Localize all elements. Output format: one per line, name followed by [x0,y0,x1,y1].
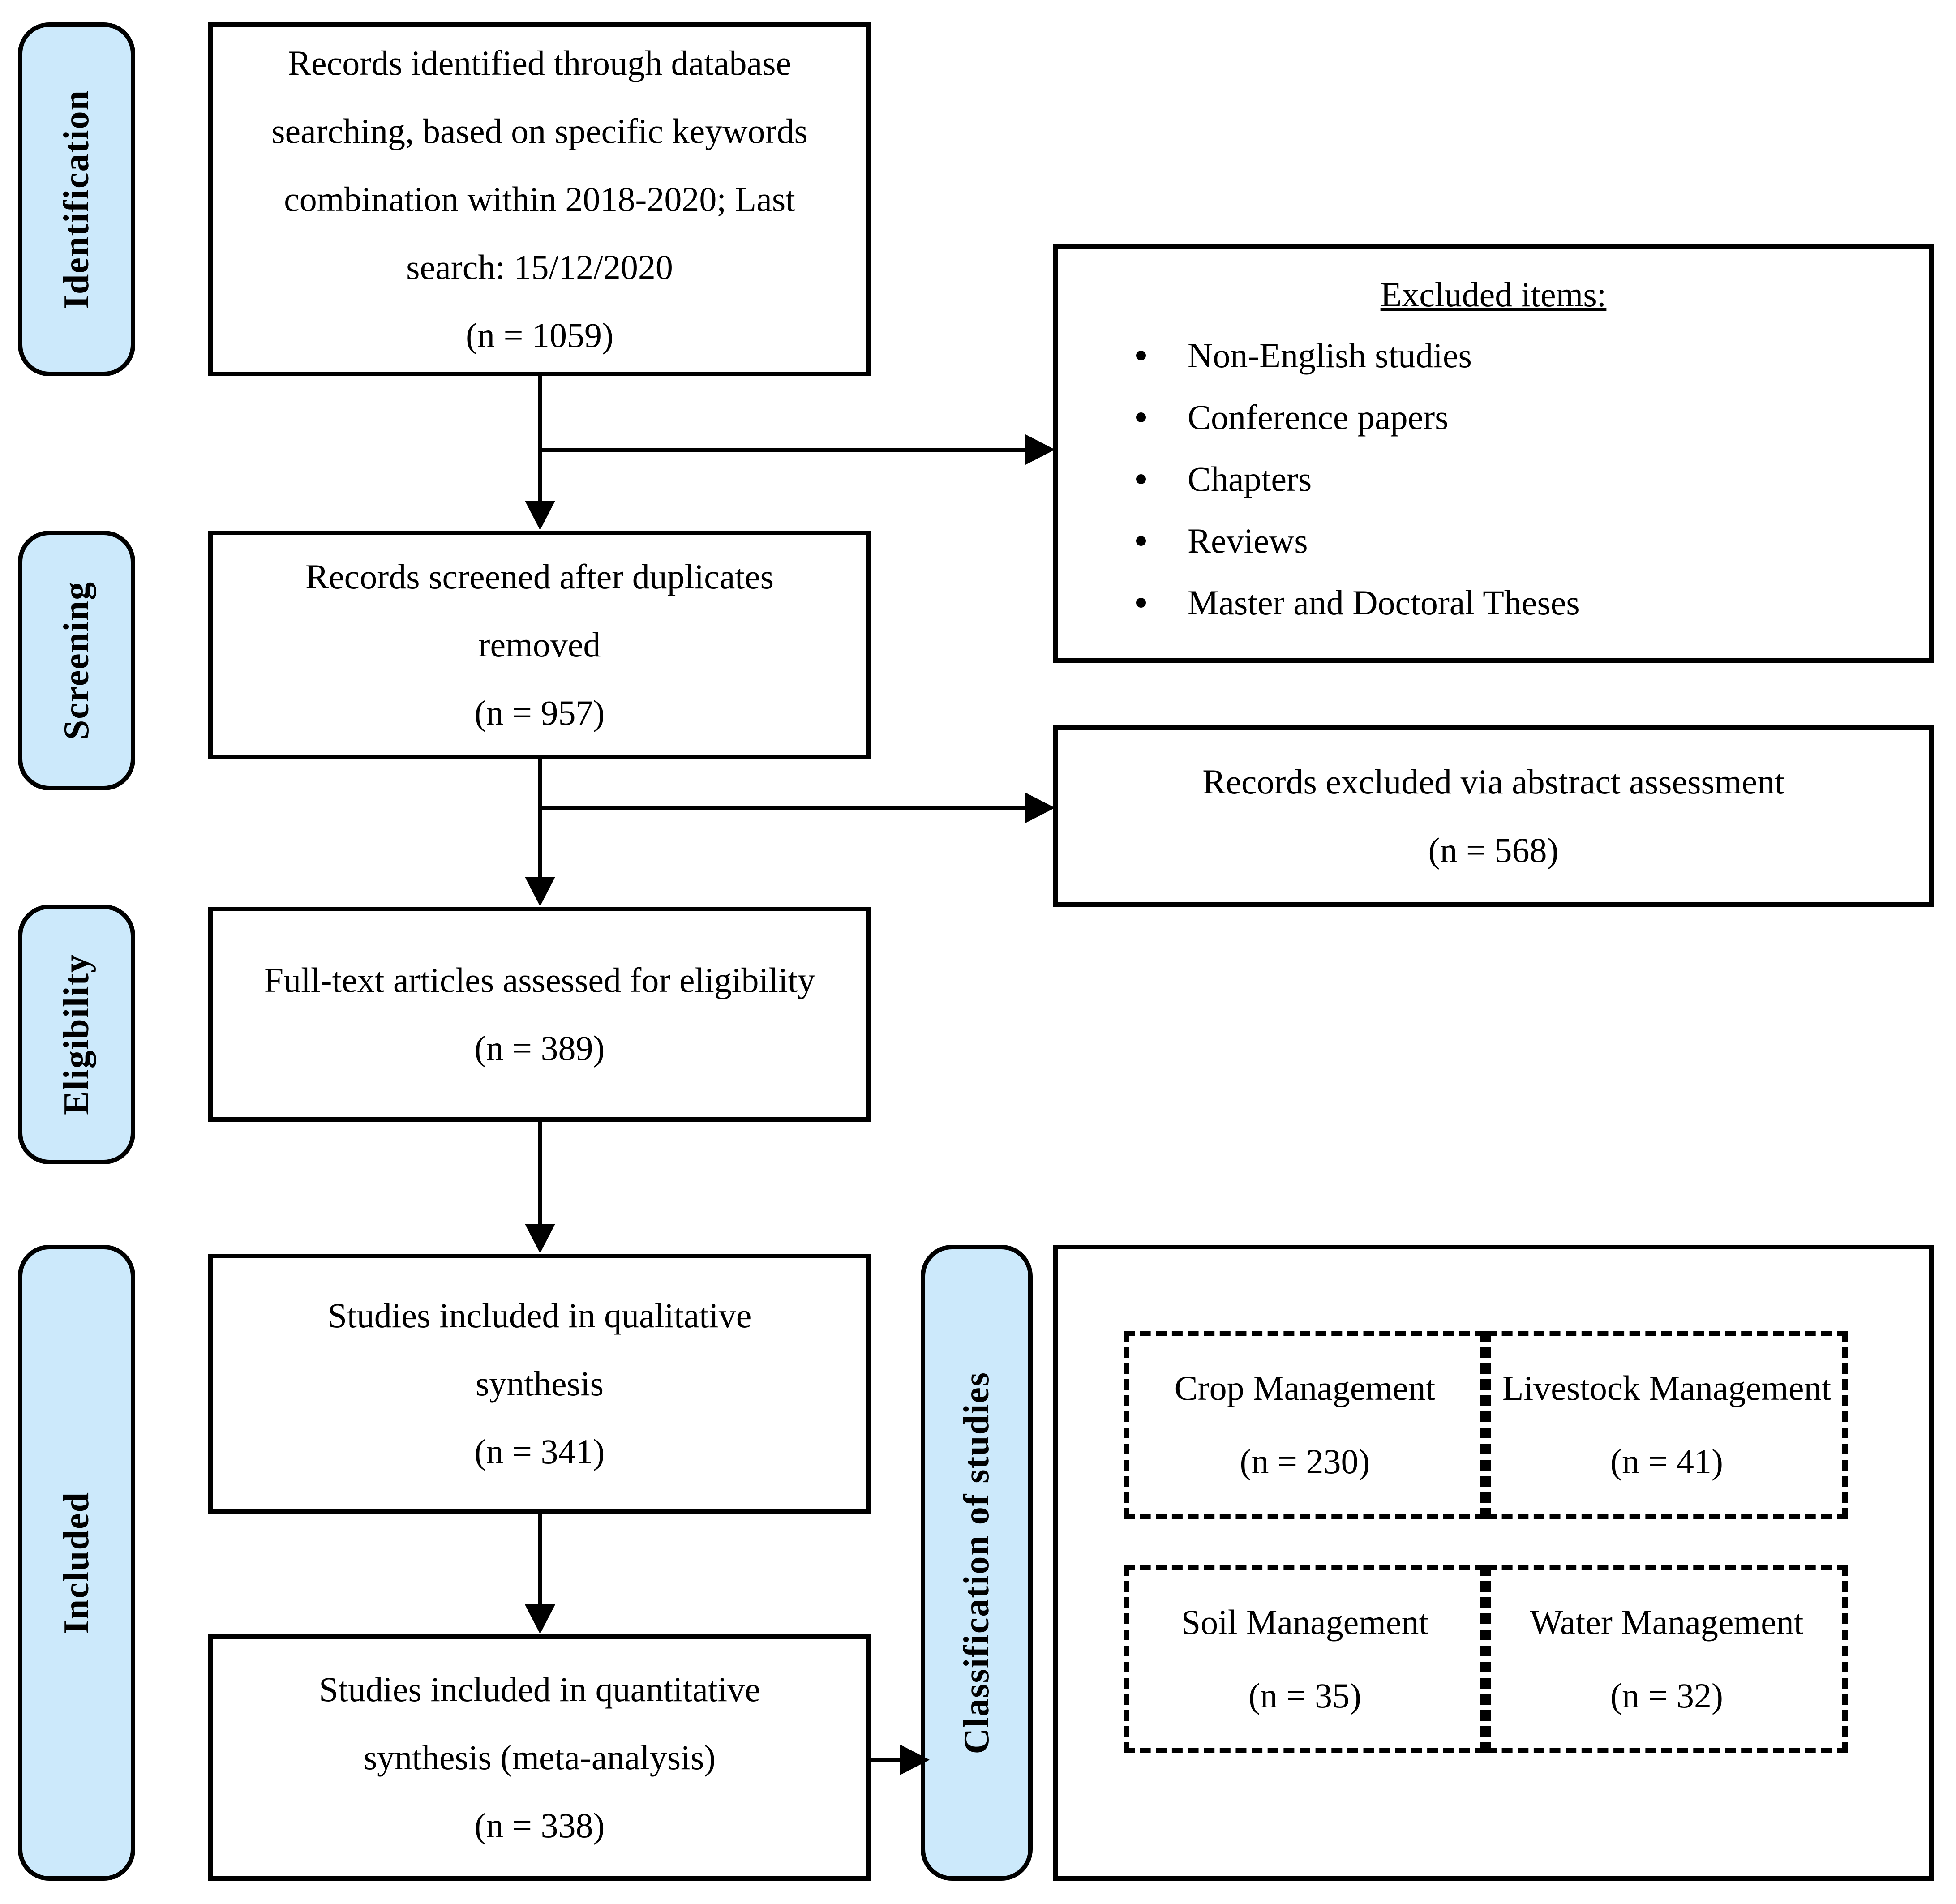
arrowhead-down-eligibility [525,877,555,906]
identification-line-4: search: 15/12/2020 [406,248,673,287]
stage-pill-included: Included [18,1245,135,1881]
connector-screening-to-abstract-excluded [538,806,1028,810]
excluded-item-label: Master and Doctoral Theses [1188,583,1580,622]
box-classification-container: Crop Management (n = 230) Livestock Mana… [1053,1245,1934,1881]
excluded-items-list: Non-English studies Conference papers Ch… [1058,338,1929,620]
stage-label-screening: Screening [57,581,96,740]
qualitative-line-1: Studies included in qualitative [327,1295,752,1335]
soil-management-label: Soil Management [1181,1603,1429,1642]
stage-label-classification: Classification of studies [957,1371,996,1754]
identification-count: (n = 1059) [466,316,613,355]
bullet-icon [1136,474,1146,484]
stage-label-eligibility: Eligibility [57,954,96,1115]
connector-qualitative-to-quantitative [538,1514,542,1605]
arrowhead-down-qualitative [525,1224,555,1253]
livestock-management-count: (n = 41) [1610,1442,1723,1481]
screening-count: (n = 957) [474,693,605,733]
bullet-icon [1136,351,1146,360]
box-qualitative-synthesis: Studies included in qualitative synthesi… [208,1254,871,1514]
crop-management-count: (n = 230) [1240,1442,1370,1481]
identification-line-3: combination within 2018-2020; Last [284,179,795,219]
card-soil-management: Soil Management (n = 35) [1124,1565,1486,1753]
identification-line-2: searching, based on specific keywords [271,111,808,150]
bullet-icon [1136,536,1146,546]
stage-pill-classification: Classification of studies [921,1245,1033,1881]
screening-line-2: removed [478,625,601,664]
quantitative-line-1: Studies included in quantitative [319,1669,760,1709]
stage-pill-identification: Identification [18,22,135,376]
excluded-items-title: Excluded items: [1380,275,1607,314]
qualitative-line-2: synthesis [475,1364,604,1403]
arrowhead-down-quantitative [525,1604,555,1634]
quantitative-line-2: synthesis (meta-analysis) [363,1737,716,1777]
stage-pill-eligibility: Eligibility [18,905,135,1164]
box-screening: Records screened after duplicates remove… [208,531,871,759]
card-water-management: Water Management (n = 32) [1486,1565,1848,1753]
soil-management-count: (n = 35) [1248,1676,1361,1715]
arrowhead-right-classification [900,1745,930,1775]
abstract-excluded-count: (n = 568) [1428,830,1559,870]
connector-screening-to-eligibility [538,759,542,878]
box-quantitative-synthesis: Studies included in quantitative synthes… [208,1634,871,1881]
connector-quantitative-to-classification [871,1758,902,1762]
bullet-icon [1136,412,1146,422]
box-abstract-excluded: Records excluded via abstract assessment… [1053,725,1934,907]
card-livestock-management: Livestock Management (n = 41) [1486,1331,1848,1519]
connector-identification-to-screening [538,376,542,502]
qualitative-count: (n = 341) [474,1432,605,1471]
excluded-item-label: Conference papers [1188,398,1449,437]
stage-label-identification: Identification [57,89,96,309]
box-excluded-items: Excluded items: Non-English studies Conf… [1053,244,1934,663]
list-item: Chapters [1136,462,1929,497]
excluded-item-label: Non-English studies [1188,336,1472,375]
screening-line-1: Records screened after duplicates [305,557,774,596]
list-item: Reviews [1136,523,1929,558]
arrowhead-down-screening [525,501,555,530]
excluded-item-label: Chapters [1188,459,1312,498]
list-item: Non-English studies [1136,338,1929,373]
abstract-excluded-line-1: Records excluded via abstract assessment [1202,762,1784,802]
water-management-label: Water Management [1530,1603,1804,1642]
connector-identification-to-excluded-items [538,448,1028,452]
excluded-item-label: Reviews [1188,521,1308,560]
card-crop-management: Crop Management (n = 230) [1124,1331,1486,1519]
quantitative-count: (n = 338) [474,1806,605,1845]
arrowhead-right-abstract-excluded [1025,793,1055,823]
arrowhead-right-excluded-items [1025,434,1055,465]
crop-management-label: Crop Management [1174,1368,1436,1408]
livestock-management-label: Livestock Management [1502,1368,1832,1408]
stage-label-included: Included [57,1491,96,1634]
bullet-icon [1136,598,1146,608]
box-eligibility: Full-text articles assessed for eligibil… [208,907,871,1122]
identification-line-1: Records identified through database [287,43,792,82]
eligibility-count: (n = 389) [474,1029,605,1068]
list-item: Master and Doctoral Theses [1136,585,1929,620]
connector-eligibility-to-qualitative [538,1122,542,1225]
water-management-count: (n = 32) [1610,1676,1723,1715]
stage-pill-screening: Screening [18,531,135,790]
box-identification: Records identified through database sear… [208,22,871,376]
list-item: Conference papers [1136,400,1929,435]
eligibility-line-1: Full-text articles assessed for eligibil… [264,960,815,999]
